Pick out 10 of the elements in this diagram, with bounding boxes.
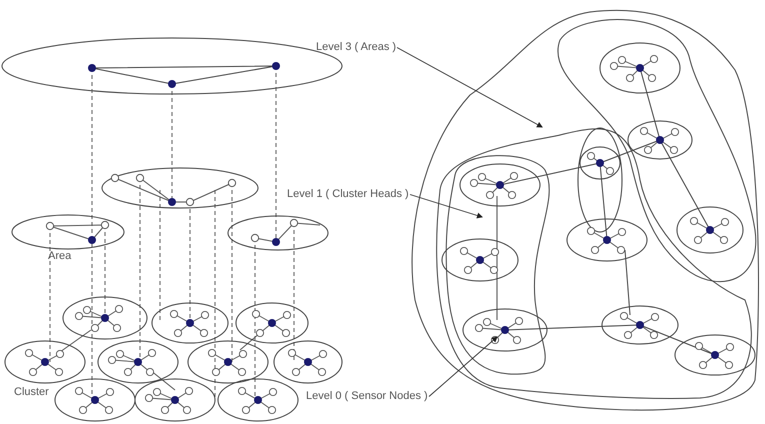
- leader-arrow: [410, 194, 483, 218]
- level-label: Level 0 ( Sensor Nodes ): [306, 390, 428, 403]
- part-label: Cluster: [14, 386, 49, 399]
- part-label: Area: [48, 250, 72, 263]
- leader-arrow: [396, 47, 543, 128]
- level-label: Level 1 ( Cluster Heads ): [287, 188, 409, 201]
- area-outline: [446, 155, 550, 374]
- cluster-ellipse: [462, 308, 548, 352]
- leader-arrow: [428, 336, 498, 397]
- level-label: Level 3 ( Areas ): [316, 41, 396, 54]
